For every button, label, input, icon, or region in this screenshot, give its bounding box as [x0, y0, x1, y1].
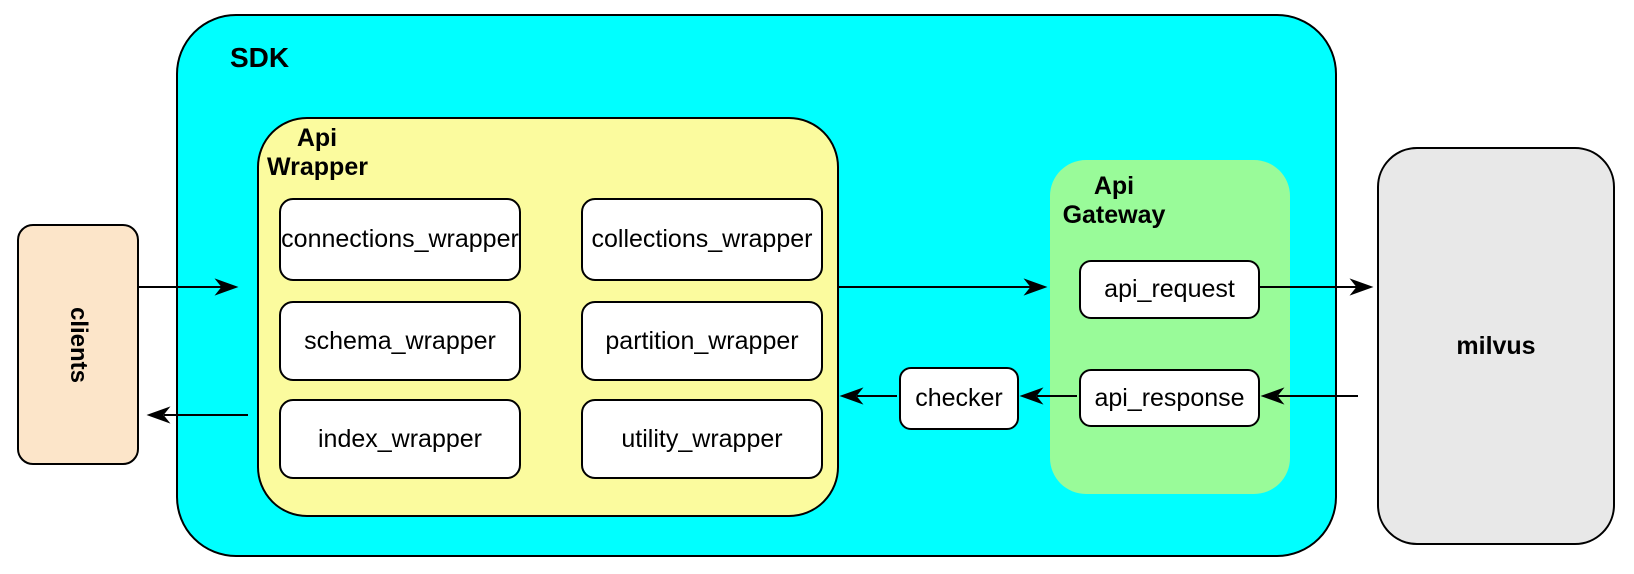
node-collections-wrapper: collections_wrapper	[581, 198, 823, 281]
node-checker: checker	[899, 367, 1019, 430]
node-utility-wrapper: utility_wrapper	[581, 399, 823, 479]
node-connections-wrapper: connections_wrapper	[279, 198, 521, 281]
node-label: partition_wrapper	[605, 326, 799, 355]
clients-label: clients	[65, 306, 92, 383]
api-wrapper-label-line2: Wrapper	[267, 153, 368, 181]
sdk-label: SDK	[230, 42, 290, 73]
node-partition-wrapper: partition_wrapper	[581, 301, 823, 381]
node-label: api_request	[1104, 275, 1235, 303]
node-label: checker	[915, 384, 1003, 412]
node-index-wrapper: index_wrapper	[279, 399, 521, 479]
api-wrapper-label: Api Wrapper	[267, 124, 368, 182]
node-milvus: milvus	[1377, 147, 1615, 545]
container-sdk: SDK Api Wrapper connections_wrapper coll…	[176, 14, 1337, 557]
node-label: utility_wrapper	[621, 424, 783, 453]
node-label: collections_wrapper	[591, 225, 813, 253]
container-api-gateway: Api Gateway api_request api_response	[1050, 160, 1290, 494]
node-schema-wrapper: schema_wrapper	[279, 301, 521, 381]
node-api-request: api_request	[1079, 260, 1260, 319]
node-clients: clients	[17, 224, 139, 465]
api-gateway-label-line2: Gateway	[1062, 201, 1166, 229]
node-label: api_response	[1094, 383, 1245, 412]
node-label: index_wrapper	[318, 424, 482, 453]
api-wrapper-label-line1: Api	[296, 124, 338, 152]
container-api-wrapper: Api Wrapper connections_wrapper collecti…	[257, 117, 839, 517]
node-api-response: api_response	[1079, 369, 1260, 427]
node-label: connections_wrapper	[281, 225, 519, 253]
api-gateway-label-line1: Api	[1093, 172, 1135, 200]
api-gateway-label: Api Gateway	[1054, 172, 1174, 230]
node-label: schema_wrapper	[304, 326, 496, 355]
milvus-label: milvus	[1456, 331, 1536, 360]
